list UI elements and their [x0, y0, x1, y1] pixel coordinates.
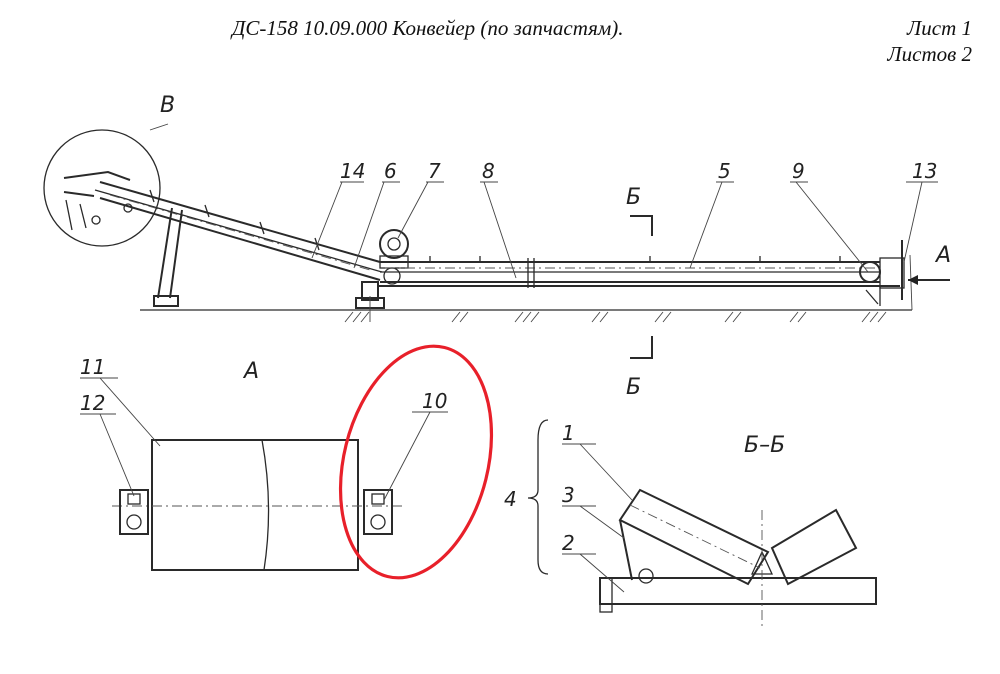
highlight-ellipse — [338, 344, 494, 580]
middle-support — [355, 281, 385, 322]
drum-body — [151, 439, 359, 571]
drive-unit — [379, 229, 409, 285]
main-conveyor-view: В А Б Б 14 6 7 — [43, 93, 951, 400]
view-arrow-a: А — [908, 243, 951, 285]
label-view-a: А — [242, 359, 259, 384]
sheet-number: Лист 1 — [907, 16, 972, 40]
ground-hatching — [344, 311, 887, 323]
section-mark-top: Б — [626, 185, 653, 236]
right-roller — [770, 508, 858, 586]
label-section-top: Б — [626, 185, 641, 210]
inclined-section — [94, 181, 383, 281]
left-support — [153, 207, 183, 307]
label-part-1: 1 — [562, 421, 575, 445]
label-part-14: 14 — [340, 159, 365, 183]
label-part-8: 8 — [482, 159, 495, 183]
label-part-13: 13 — [912, 159, 937, 183]
part-callouts-main: 14 6 7 8 5 9 13 — [311, 159, 938, 279]
left-bearing — [119, 489, 149, 535]
tail-end — [859, 240, 913, 311]
label-part-6: 6 — [384, 159, 397, 183]
label-part-12: 12 — [80, 391, 105, 415]
label-part-4: 4 — [504, 487, 517, 511]
label-part-10: 10 — [422, 389, 447, 413]
detail-circle-v: В — [43, 93, 175, 247]
label-part-7: 7 — [428, 159, 441, 183]
view-a-drum: А 11 12 10 — [80, 344, 494, 580]
label-arrow-a: А — [934, 243, 951, 268]
horizontal-section — [378, 256, 900, 288]
right-bearing — [363, 489, 393, 535]
label-part-3: 3 — [562, 483, 575, 507]
section-mark-bottom: Б — [626, 336, 653, 400]
label-part-2: 2 — [562, 531, 575, 555]
sheets-total: Листов 2 — [887, 42, 972, 66]
label-part-9: 9 — [792, 159, 805, 183]
inclined-roller — [618, 488, 770, 586]
section-bb-view: Б–Б 4 1 3 2 — [504, 419, 877, 626]
label-part-5: 5 — [718, 159, 731, 183]
label-part-11: 11 — [80, 355, 105, 379]
label-view-v: В — [160, 93, 175, 118]
label-section-bb: Б–Б — [744, 433, 785, 458]
label-section-bottom: Б — [626, 375, 641, 400]
drawing-title: ДС-158 10.09.000 Конвейер (по запчастям)… — [232, 16, 624, 40]
roller-bracket — [619, 519, 633, 581]
